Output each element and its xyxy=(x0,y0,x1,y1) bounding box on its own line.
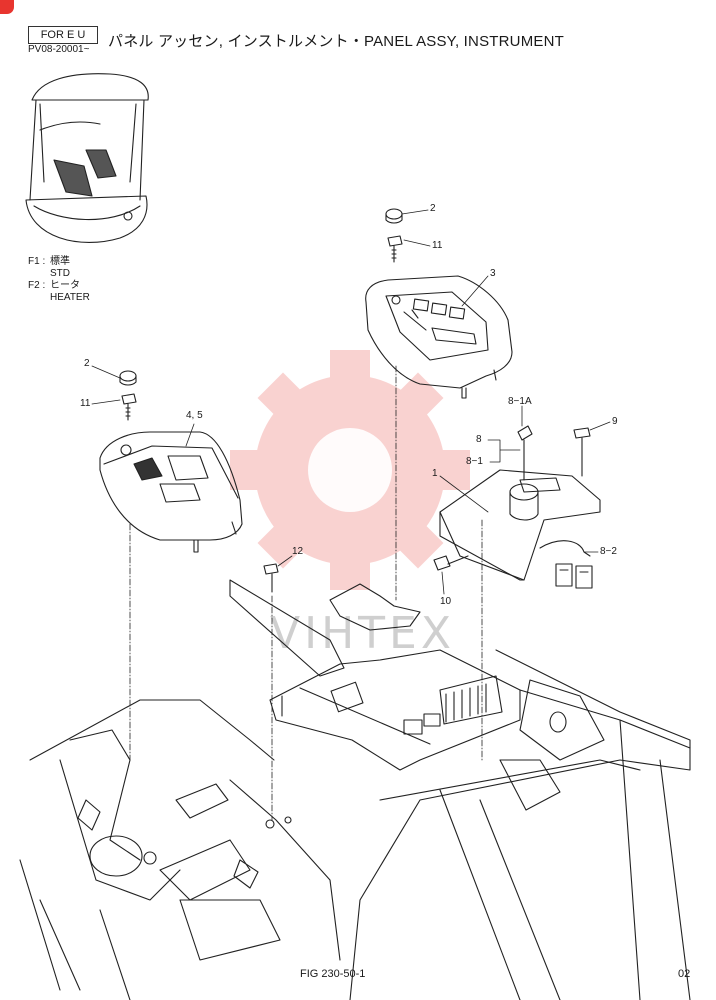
callout-4-5: 4, 5 xyxy=(186,410,203,421)
screw-10 xyxy=(433,555,469,571)
page-title: パネル アッセン, インストルメント・PANEL ASSY, INSTRUMEN… xyxy=(108,33,565,50)
callout-10: 10 xyxy=(440,596,452,607)
machine-overview-inset xyxy=(25,73,149,244)
cap-top xyxy=(385,208,403,224)
callout-2-left: 2 xyxy=(84,358,90,369)
callout-8-2: 8−2 xyxy=(600,546,617,557)
machine-chassis xyxy=(19,579,691,1000)
legend-code-f2: F2 : xyxy=(28,280,46,291)
callout-8-1: 8−1 xyxy=(466,456,483,467)
callout-3: 3 xyxy=(490,268,496,279)
legend-label-f2-en: HEATER xyxy=(50,292,90,303)
legend-label-f1-jp: 標準 xyxy=(50,256,70,267)
callout-leaders xyxy=(91,209,611,595)
cap-left xyxy=(119,370,137,386)
callout-12: 12 xyxy=(292,546,304,557)
instrument-panel-top xyxy=(365,275,513,399)
callout-8: 8 xyxy=(476,434,482,445)
screw-9 xyxy=(573,427,591,477)
serial-range: PV08-20001~ xyxy=(28,44,90,55)
screw-12 xyxy=(263,563,279,593)
legend-label-f1-en: STD xyxy=(50,268,70,279)
screw-top xyxy=(387,235,403,263)
left-console-panel xyxy=(99,431,243,553)
legend-label-f2-jp: ヒータ xyxy=(50,280,80,291)
watermark-gear-hole xyxy=(308,428,392,512)
figure-number: FIG 230-50-1 xyxy=(300,968,366,980)
region-label: FOR E U xyxy=(28,26,98,44)
watermark-text: VIHTEX xyxy=(270,608,455,659)
page-number: 02 xyxy=(678,968,691,980)
callout-11-top: 11 xyxy=(432,240,443,251)
legend-code-f1: F1 : xyxy=(28,256,46,267)
callout-11-left: 11 xyxy=(80,398,91,409)
callout-9: 9 xyxy=(612,416,618,427)
corner-badge xyxy=(0,0,14,14)
callout-2-top: 2 xyxy=(430,203,436,214)
legend: F1 : 標準 STD F2 : ヒータ HEATER xyxy=(28,256,90,304)
key-switch-bracket xyxy=(439,425,601,589)
screw-left xyxy=(121,393,137,421)
callout-1: 1 xyxy=(432,468,438,479)
callout-8-1a: 8−1A xyxy=(508,396,532,407)
